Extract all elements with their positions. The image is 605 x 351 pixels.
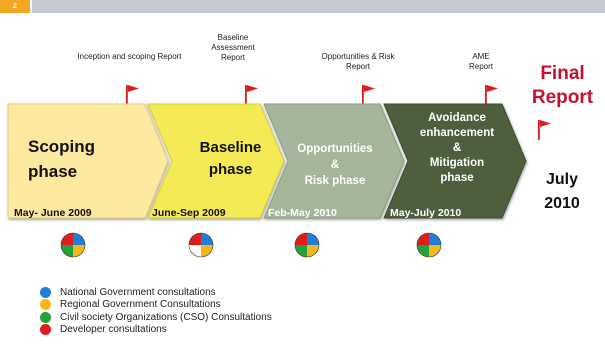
slide-number: 2 <box>0 0 30 13</box>
report-label-inception: Inception and scoping Report <box>77 52 182 61</box>
consultation-pie-icon <box>416 232 442 258</box>
legend-label: Civil society Organizations (CSO) Consul… <box>60 311 272 323</box>
flag-icon <box>538 120 551 140</box>
flag-icon <box>485 85 498 105</box>
legend-item: Civil society Organizations (CSO) Consul… <box>40 311 272 324</box>
blue-circle-icon <box>40 286 51 298</box>
yellow-circle-icon <box>40 299 51 311</box>
final-report-line2: Report <box>531 87 594 108</box>
consultation-pie-icon <box>188 232 214 258</box>
green-circle-icon <box>40 311 51 323</box>
final-report-line1: Final <box>540 63 585 84</box>
phase-date-avoidance: May-July 2010 <box>390 207 462 219</box>
red-circle-icon <box>40 324 51 336</box>
legend-label: National Government consultations <box>60 286 216 298</box>
flag-icon <box>245 85 258 105</box>
slide-header-bar: 2 <box>0 0 605 16</box>
legend-item: Developer consultations <box>40 324 272 337</box>
flag-icon <box>362 85 375 105</box>
phase-title-avoidance: Avoidance enhancement & Mitigation phase <box>419 112 495 184</box>
report-label-ame: AME Report <box>468 52 493 71</box>
phase-date-scoping: May- June 2009 <box>14 207 92 219</box>
legend-label: Regional Government Consultations <box>60 299 221 311</box>
final-report-title: Final Report <box>525 62 600 110</box>
legend-item: National Government consultations <box>40 286 272 299</box>
header-stripe <box>32 0 605 13</box>
legend-label: Developer consultations <box>60 324 167 336</box>
phase-date-baseline: June-Sep 2009 <box>152 207 226 219</box>
phase-title-scoping: Scoping phase <box>28 137 96 181</box>
phase-title-opportunities: Opportunities & Risk phase <box>297 143 373 187</box>
consultation-pie-icon <box>294 232 320 258</box>
legend: National Government consultations Region… <box>40 286 272 336</box>
phase-date-opportunities: Feb-May 2010 <box>268 207 337 219</box>
final-date: July 2010 <box>544 171 580 212</box>
report-label-opportunities: Opportunities & Risk Report <box>321 52 395 71</box>
phase-title-baseline: Baseline phase <box>199 139 262 178</box>
legend-item: Regional Government Consultations <box>40 299 272 312</box>
report-label-baseline: Baseline Assessment Report <box>211 33 255 62</box>
flag-icon <box>126 85 139 105</box>
consultation-pie-icon <box>60 232 86 258</box>
